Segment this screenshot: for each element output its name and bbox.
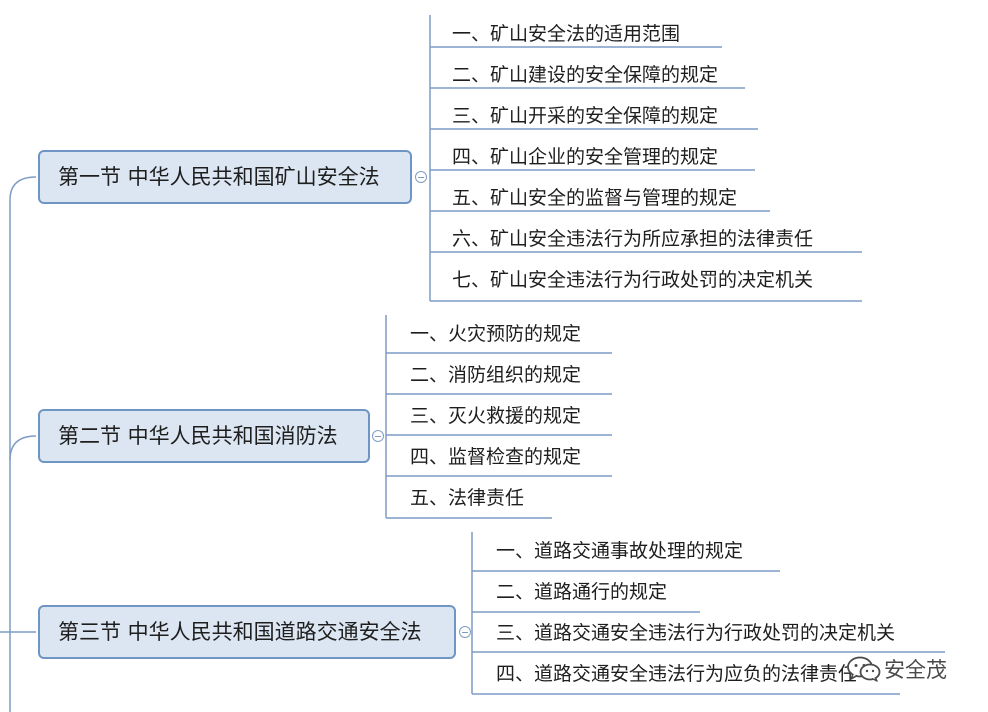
section-node-1[interactable]: 第一节 中华人民共和国矿山安全法 — [38, 150, 412, 204]
leaf-item[interactable]: 四、道路交通安全违法行为应负的法律责任 — [496, 663, 858, 685]
leaf-item[interactable]: 六、矿山安全违法行为所应承担的法律责任 — [452, 228, 814, 250]
watermark-text: 安全茂 — [884, 658, 947, 682]
leaf-item[interactable]: 五、矿山安全的监督与管理的规定 — [452, 187, 738, 209]
section-node-3[interactable]: 第三节 中华人民共和国道路交通安全法 — [38, 605, 456, 659]
leaf-item[interactable]: 四、矿山企业的安全管理的规定 — [452, 146, 719, 168]
leaf-item[interactable]: 二、矿山建设的安全保障的规定 — [452, 64, 719, 86]
root-trunk — [9, 176, 37, 712]
leaf-item[interactable]: 三、矿山开采的安全保障的规定 — [452, 105, 719, 127]
leaf-item[interactable]: 七、矿山安全违法行为行政处罚的决定机关 — [452, 269, 814, 291]
leaf-item[interactable]: 五、法律责任 — [410, 487, 525, 509]
branch-lines — [385, 15, 945, 695]
root-connector-2 — [9, 435, 37, 461]
collapse-toggle-icon[interactable] — [372, 430, 384, 442]
watermark: 安全茂 — [846, 653, 947, 685]
leaf-item[interactable]: 二、道路通行的规定 — [496, 581, 668, 603]
leaf-item[interactable]: 一、火灾预防的规定 — [410, 323, 582, 345]
collapse-toggle-icon[interactable] — [459, 626, 471, 638]
collapse-toggle-icon[interactable] — [415, 171, 427, 183]
leaf-item[interactable]: 二、消防组织的规定 — [410, 364, 582, 386]
section-node-2[interactable]: 第二节 中华人民共和国消防法 — [38, 409, 370, 463]
leaf-item[interactable]: 三、道路交通安全违法行为行政处罚的决定机关 — [496, 622, 896, 644]
leaf-item[interactable]: 四、监督检查的规定 — [410, 446, 582, 468]
leaf-item[interactable]: 一、矿山安全法的适用范围 — [452, 23, 681, 45]
wechat-icon — [847, 656, 881, 682]
leaf-item[interactable]: 三、灭火救援的规定 — [410, 405, 582, 427]
leaf-item[interactable]: 一、道路交通事故处理的规定 — [496, 540, 744, 562]
